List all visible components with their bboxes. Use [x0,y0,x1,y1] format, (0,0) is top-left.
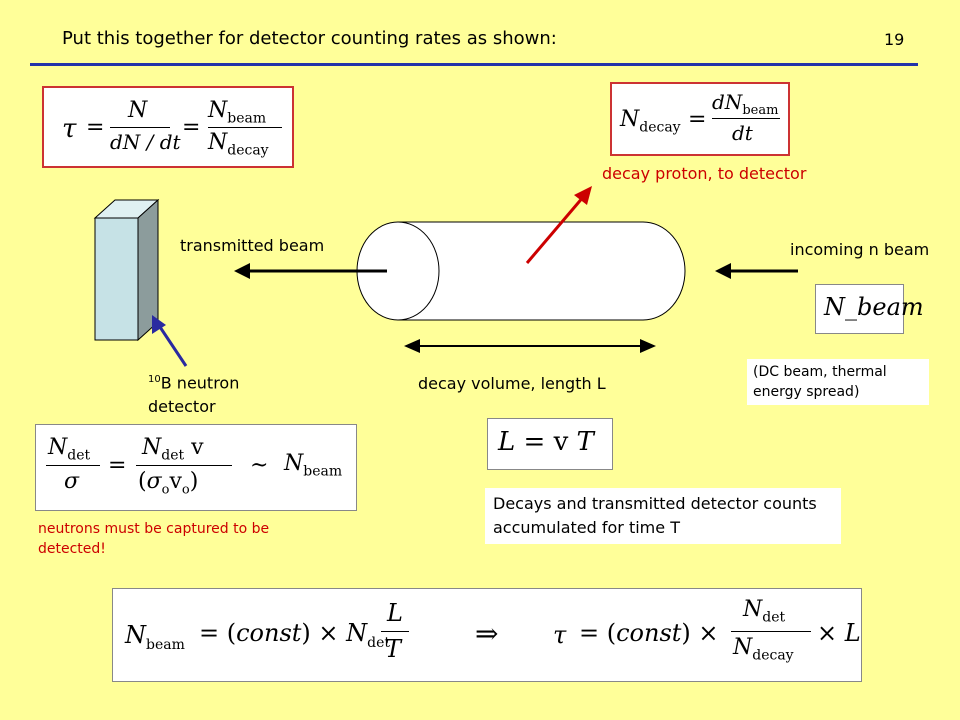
incoming-beam-label: incoming n beam [790,240,930,259]
detector-label-line2: detector [148,397,216,417]
detector-pointer-arrowhead [152,315,166,334]
final-equation: Nbeam = (const) × Ndet L T ⇒ τ = (const)… [125,597,861,664]
decay-volume-body [398,221,686,321]
n-decay-equation-box: Ndecay = dNbeam dt [610,82,790,156]
transmitted-beam-label: transmitted beam [180,236,325,255]
header-rule [30,63,918,66]
decay-proton-arrowhead [574,186,592,205]
detector-front-face [94,217,139,341]
tau-equation-box: τ = N dN / dt = Nbeam Ndecay [42,86,294,168]
detector-label: 10B neutron detector [148,368,239,419]
transmitted-beam-arrowhead [234,263,250,279]
decay-volume-label: decay volume, length L [418,374,606,393]
length-equation-box: L = v T [487,418,613,470]
n-decay-equation: Ndecay = dNbeam dt [620,90,780,145]
detector-label-line1: B neutron [160,373,240,393]
length-arrowhead-left [404,339,420,353]
dc-beam-note: (DC beam, thermal energy spread) [747,359,929,405]
detector-pointer-line [156,323,188,367]
decay-proton-label: decay proton, to detector [602,164,807,183]
detector-isotope-superscript: 10 [148,374,161,385]
n-beam-symbol: N_beam [824,293,924,321]
tau-equation: τ = N dN / dt = Nbeam Ndecay [58,98,284,158]
n-beam-box: N_beam [815,284,924,334]
accumulation-note: Decays and transmitted detector counts a… [485,488,841,544]
final-equation-box: Nbeam = (const) × Ndet L T ⇒ τ = (const)… [112,588,862,682]
decay-proton-arrow-line [525,195,586,264]
n-det-equation-box: Ndet σ = Ndet v (σovo) ~ Nbeam [35,424,357,511]
length-equation: L = v T [498,427,594,457]
length-arrowhead-right [640,339,656,353]
capture-note: neutrons must be captured to be detected… [38,521,270,557]
page-number: 19 [884,30,905,49]
page-title: Put this together for detector counting … [62,28,557,49]
incoming-beam-arrowhead [715,263,731,279]
n-det-equation: Ndet σ = Ndet v (σovo) ~ Nbeam [46,435,343,498]
